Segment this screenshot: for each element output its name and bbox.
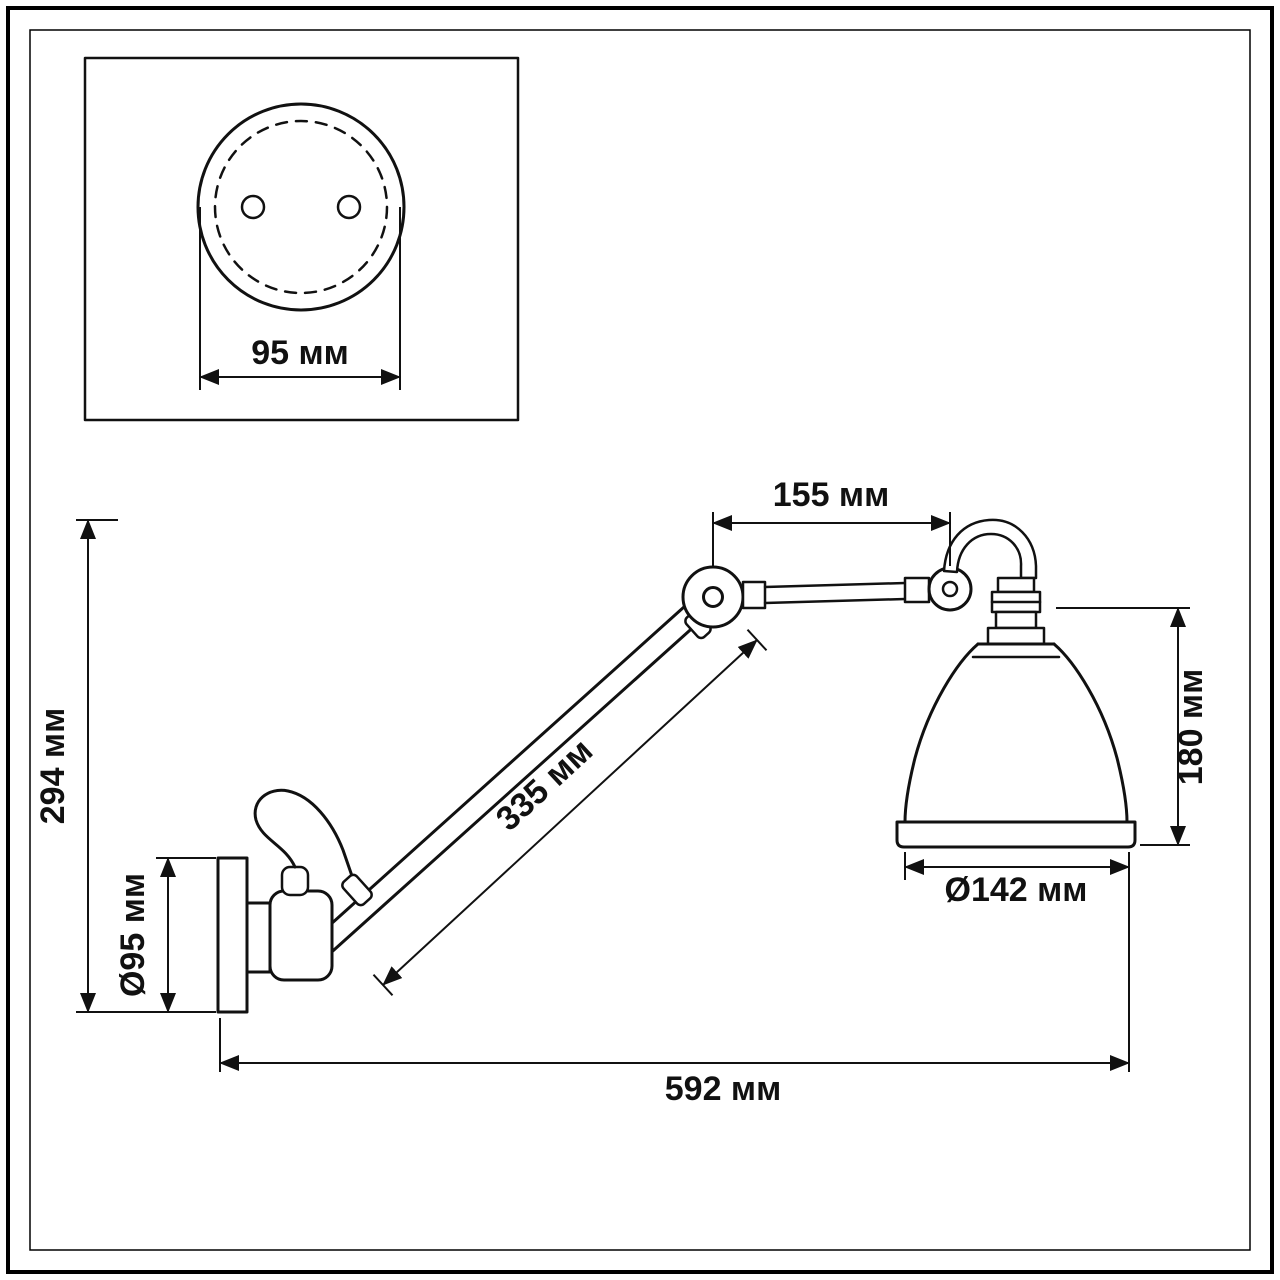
bracket-housing [268,889,334,982]
dim-shade-height: 180 мм [1056,607,1210,846]
plate-outer-circle [196,102,406,312]
dim-label-shade-diameter: Ø142 мм [945,871,1088,909]
power-cord [253,788,354,878]
elbow-joint [681,565,745,640]
dim-label-upper-arm: 155 мм [773,476,889,514]
front-joint [927,566,973,612]
arm-upper [741,576,931,610]
front-joint-pin [941,580,959,598]
shade-rim [895,820,1137,849]
dim-label-shade-height: 180 мм [1172,669,1210,785]
dim-label-overall-height: 294 мм [34,708,72,824]
dim-label-overall-width: 592 мм [665,1070,781,1108]
dim-label-mount-plate: Ø95 мм [114,873,152,997]
wall-plate [216,856,249,1014]
mount-plate-inset: 95 мм [83,56,520,422]
inner-frame [29,29,1251,1251]
cord-clamp [341,873,373,907]
shade-hook [942,518,1038,580]
dim-mount-plate: Ø95 мм [114,857,216,1013]
bracket-neck [245,901,272,974]
dim-shade-diameter: Ø142 мм [904,852,1130,909]
dim-label-plate-width: 95 мм [251,334,349,372]
dim-lower-arm: 335 мм [372,629,768,996]
lamp-shade [895,642,1137,849]
dim-plate-width: 95 мм [199,207,401,390]
cord-gland [280,865,310,897]
dim-overall-width: 592 мм [219,852,1130,1108]
plate-dashed-circle [213,119,389,295]
mount-hole-left [240,194,266,220]
dim-overall-height: 294 мм [34,519,216,1013]
dim-upper-arm: 155 мм [712,476,951,566]
lamp-side-view [216,518,1137,1014]
lamp-socket [986,576,1046,646]
outer-frame [6,6,1274,1274]
dim-label-lower-arm: 335 мм [489,731,600,838]
mount-hole-right [336,194,362,220]
elbow-pin [702,586,724,608]
inset-box [83,56,520,422]
arm-lower [309,587,720,960]
